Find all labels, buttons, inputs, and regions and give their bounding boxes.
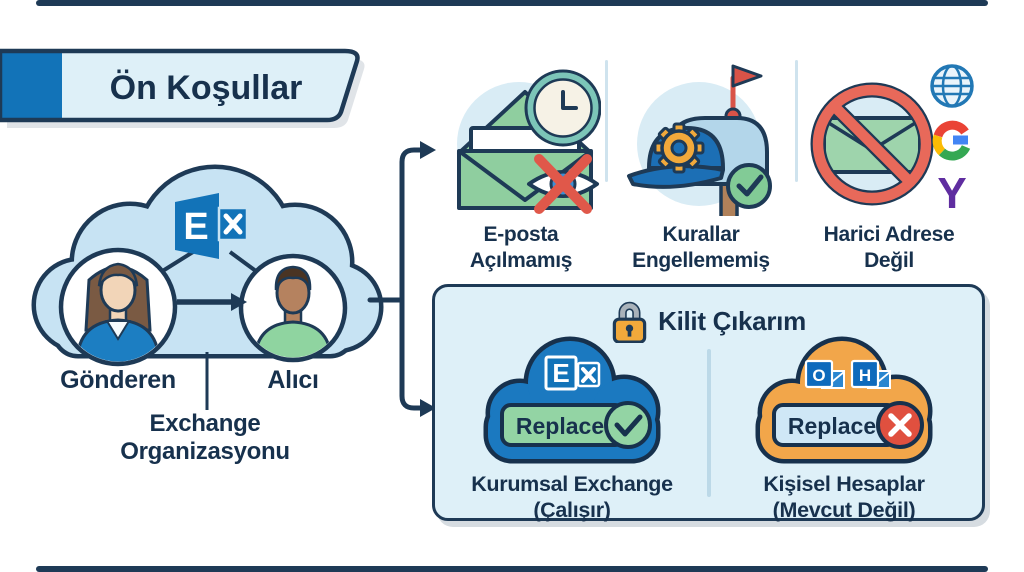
sender-label: Gönderen xyxy=(60,366,176,394)
mailbox-gear-check-icon xyxy=(627,64,772,216)
exchange-logo-icon: E xyxy=(175,193,249,259)
svg-text:Replace: Replace xyxy=(516,413,604,439)
condition-rules-not-blocked: Kurallar Engellememiş xyxy=(618,56,784,274)
condition-label: E-posta Açılmamış xyxy=(469,223,573,272)
svg-text:E: E xyxy=(183,206,208,248)
takeaway-divider xyxy=(707,349,711,497)
personal-cloud-icon: O H Replace xyxy=(755,336,933,464)
exchange-logo-small-icon: E xyxy=(544,355,601,391)
takeaway-title: Kilit Çıkarım xyxy=(658,305,806,336)
corporate-exchange-label: Kurumsal Exchange (Çalışır) xyxy=(471,472,673,522)
hotmail-icon: H xyxy=(850,359,891,389)
gear-icon xyxy=(653,122,705,174)
corporate-cloud-icon: E Replace xyxy=(483,336,661,464)
title-banner: Ön Koşullar xyxy=(0,48,365,128)
corporate-exchange-column: E Replace Kurumsal Exchange (Çalışır) xyxy=(441,333,703,523)
takeaway-header: Kilit Çıkarım xyxy=(435,299,982,343)
lock-icon xyxy=(612,301,647,343)
page-title: Ön Koşullar xyxy=(110,69,303,107)
top-frame-bar xyxy=(36,0,988,6)
personal-accounts-label: Kişisel Hesaplar (Mevcut Değil) xyxy=(763,472,925,522)
condition-divider-2 xyxy=(795,60,798,182)
check-icon xyxy=(726,163,772,209)
svg-text:Replace: Replace xyxy=(788,413,876,439)
key-takeaway-box: Kilit Çıkarım E xyxy=(432,284,985,523)
globe-icon xyxy=(929,64,974,108)
yahoo-icon: Y xyxy=(937,169,966,216)
condition-email-unopened: E-posta Açılmamış xyxy=(438,56,604,274)
arrow-up-head xyxy=(420,141,436,159)
no-external-providers-icon: Y xyxy=(810,64,974,216)
personal-accounts-column: O H Replace Kişisel Hesaplar (Mevcut De xyxy=(713,333,975,523)
org-caption: Exchange Organizasyonu xyxy=(120,410,290,465)
condition-divider-1 xyxy=(605,60,608,182)
envelope-clock-hidden-eye-icon xyxy=(457,69,601,214)
hidden-eye-icon xyxy=(527,154,599,214)
check-badge-icon xyxy=(604,401,652,449)
sender-avatar xyxy=(75,262,161,362)
svg-text:E: E xyxy=(552,358,569,388)
replace-unavailable-button: Replace xyxy=(772,401,924,449)
banner-accent-block xyxy=(0,51,62,120)
clock-icon xyxy=(524,69,601,147)
condition-not-external: Y Harici Adrese Değil xyxy=(800,56,978,274)
outlook-icon: O xyxy=(804,359,845,389)
no-entry-icon xyxy=(810,82,933,206)
replace-works-button: Replace xyxy=(500,401,652,449)
condition-label: Kurallar Engellememiş xyxy=(632,223,770,272)
branch-connector xyxy=(367,141,436,417)
send-arrow xyxy=(177,293,247,311)
arrow-down-head xyxy=(420,399,436,417)
svg-text:H: H xyxy=(859,366,871,385)
condition-label: Harici Adrese Değil xyxy=(823,223,955,272)
exchange-org-cloud: E xyxy=(31,164,384,410)
recipient-label: Alıcı xyxy=(267,366,319,394)
svg-text:O: O xyxy=(812,366,825,385)
bottom-frame-bar xyxy=(36,566,988,572)
google-icon xyxy=(932,120,970,161)
